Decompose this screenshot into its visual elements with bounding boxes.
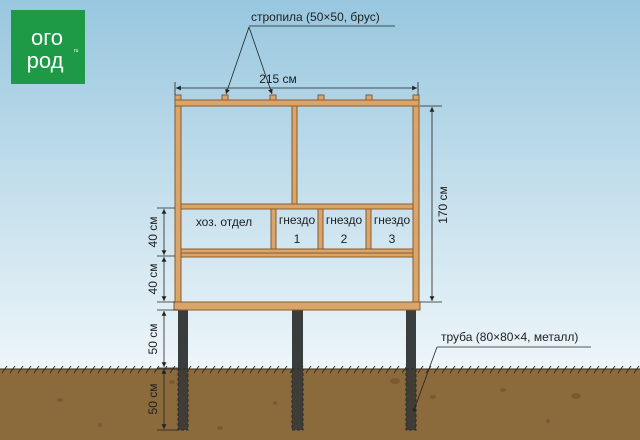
- nest-2-number: 2: [341, 232, 348, 246]
- pipe-callout: труба (80×80×4, металл): [412, 330, 591, 412]
- pipes: [177, 310, 417, 431]
- nest-labels: гнездо 1 гнездо 2 гнездо 3: [279, 213, 411, 246]
- logo-suffix: ru: [74, 48, 79, 54]
- nest-3-label: гнездо: [374, 213, 411, 227]
- sky: [0, 0, 640, 370]
- nest-1-label: гнездо: [279, 213, 316, 227]
- pipe-label: труба (80×80×4, металл): [441, 330, 578, 344]
- frame: [173, 94, 421, 311]
- nest-row-height-label: 40 см: [146, 217, 160, 248]
- utility-section-label: хоз. отдел: [196, 215, 252, 229]
- width-label: 215 см: [259, 72, 297, 86]
- ground: [0, 365, 640, 440]
- rafters-callout: стропила (50×50, брус): [225, 10, 395, 95]
- left-dimensions: 40 см 40 см 50 см 50 см: [146, 207, 178, 431]
- nest-3-number: 3: [389, 232, 396, 246]
- nest-2-label: гнездо: [326, 213, 363, 227]
- height-dimension: 170 см: [420, 105, 450, 303]
- above-ground-height-label: 50 см: [146, 324, 160, 355]
- width-dimension: 215 см: [174, 72, 419, 95]
- logo-text-top: ого: [31, 25, 63, 50]
- height-label: 170 см: [436, 186, 450, 224]
- lower-row-height-label: 40 см: [146, 264, 160, 295]
- rafters-label: стропила (50×50, брус): [251, 10, 380, 24]
- nest-1-number: 1: [294, 232, 301, 246]
- below-ground-depth-label: 50 см: [146, 384, 160, 415]
- logo: ого род ru: [11, 10, 85, 84]
- logo-text-bottom: род: [27, 48, 64, 73]
